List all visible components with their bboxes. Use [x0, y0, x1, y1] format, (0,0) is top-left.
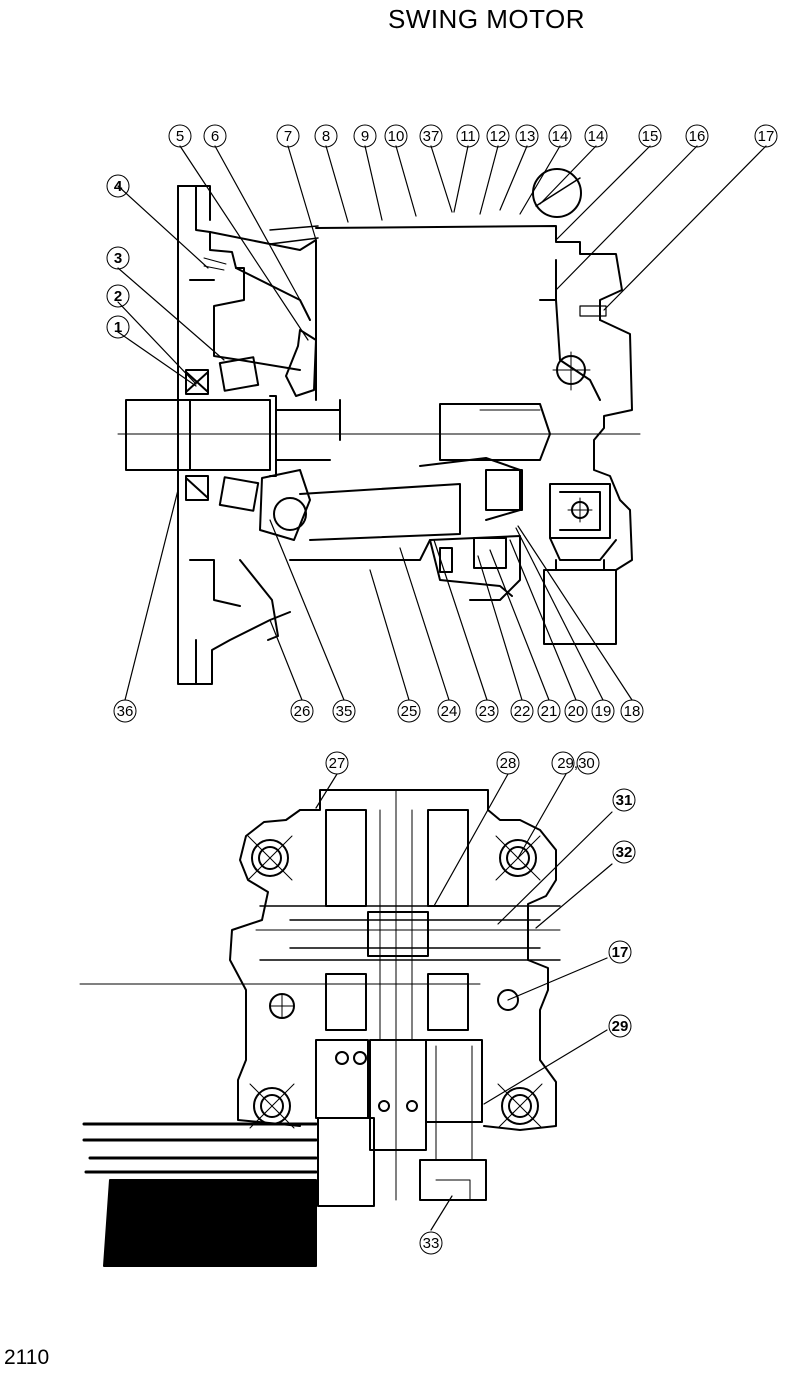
bolt-hole-bl: [249, 1083, 295, 1129]
callout-26: 26: [294, 703, 311, 720]
callout-17a: 17: [758, 128, 775, 145]
callout-29-30: 29,30: [557, 755, 595, 772]
callout-6: 6: [211, 128, 219, 145]
callout-17b: 17: [612, 944, 629, 961]
callout-24: 24: [441, 703, 458, 720]
callout-20: 20: [568, 703, 585, 720]
callout-25: 25: [401, 703, 418, 720]
callout-3: 3: [114, 250, 122, 267]
callout-28: 28: [500, 755, 517, 772]
callout-14a: 14: [552, 128, 569, 145]
upper-section-view: [117, 168, 641, 685]
bolt-hole-tl: [247, 835, 293, 881]
callout-29: 29: [612, 1018, 629, 1035]
page-number: 2110: [4, 1346, 50, 1369]
bolt-hole-br: [497, 1083, 543, 1129]
callout-7: 7: [284, 128, 292, 145]
callout-2: 2: [114, 288, 122, 305]
callout-21: 21: [541, 703, 558, 720]
callout-19: 19: [595, 703, 612, 720]
callout-labels: 5 6 7 8 9 10 37 11 12 13 14 14 15 16 17 …: [114, 128, 775, 1252]
callout-27: 27: [329, 755, 346, 772]
callout-12: 12: [490, 128, 507, 145]
page-title: SWING MOTOR: [387, 4, 586, 34]
callout-18: 18: [624, 703, 641, 720]
callout-31: 31: [616, 792, 633, 809]
bolt-hole-tr: [495, 835, 541, 881]
callout-35: 35: [336, 703, 353, 720]
callout-32: 32: [616, 844, 633, 861]
callout-5: 5: [176, 128, 184, 145]
callout-15: 15: [642, 128, 659, 145]
callout-8: 8: [322, 128, 330, 145]
callout-9: 9: [361, 128, 369, 145]
callout-11: 11: [460, 128, 476, 145]
callout-36: 36: [117, 703, 134, 720]
callout-13: 13: [519, 128, 536, 145]
callout-bubbles: [106, 124, 778, 1255]
callout-33: 33: [423, 1235, 440, 1252]
callout-14b: 14: [588, 128, 605, 145]
callout-10: 10: [388, 128, 405, 145]
callout-4: 4: [114, 178, 123, 195]
callout-16: 16: [689, 128, 706, 145]
leader-lines: [117, 145, 767, 1231]
callout-37: 37: [423, 128, 440, 145]
callout-1: 1: [114, 319, 122, 336]
callout-22: 22: [514, 703, 531, 720]
lower-valve-view: [79, 789, 561, 1267]
callout-23: 23: [479, 703, 496, 720]
